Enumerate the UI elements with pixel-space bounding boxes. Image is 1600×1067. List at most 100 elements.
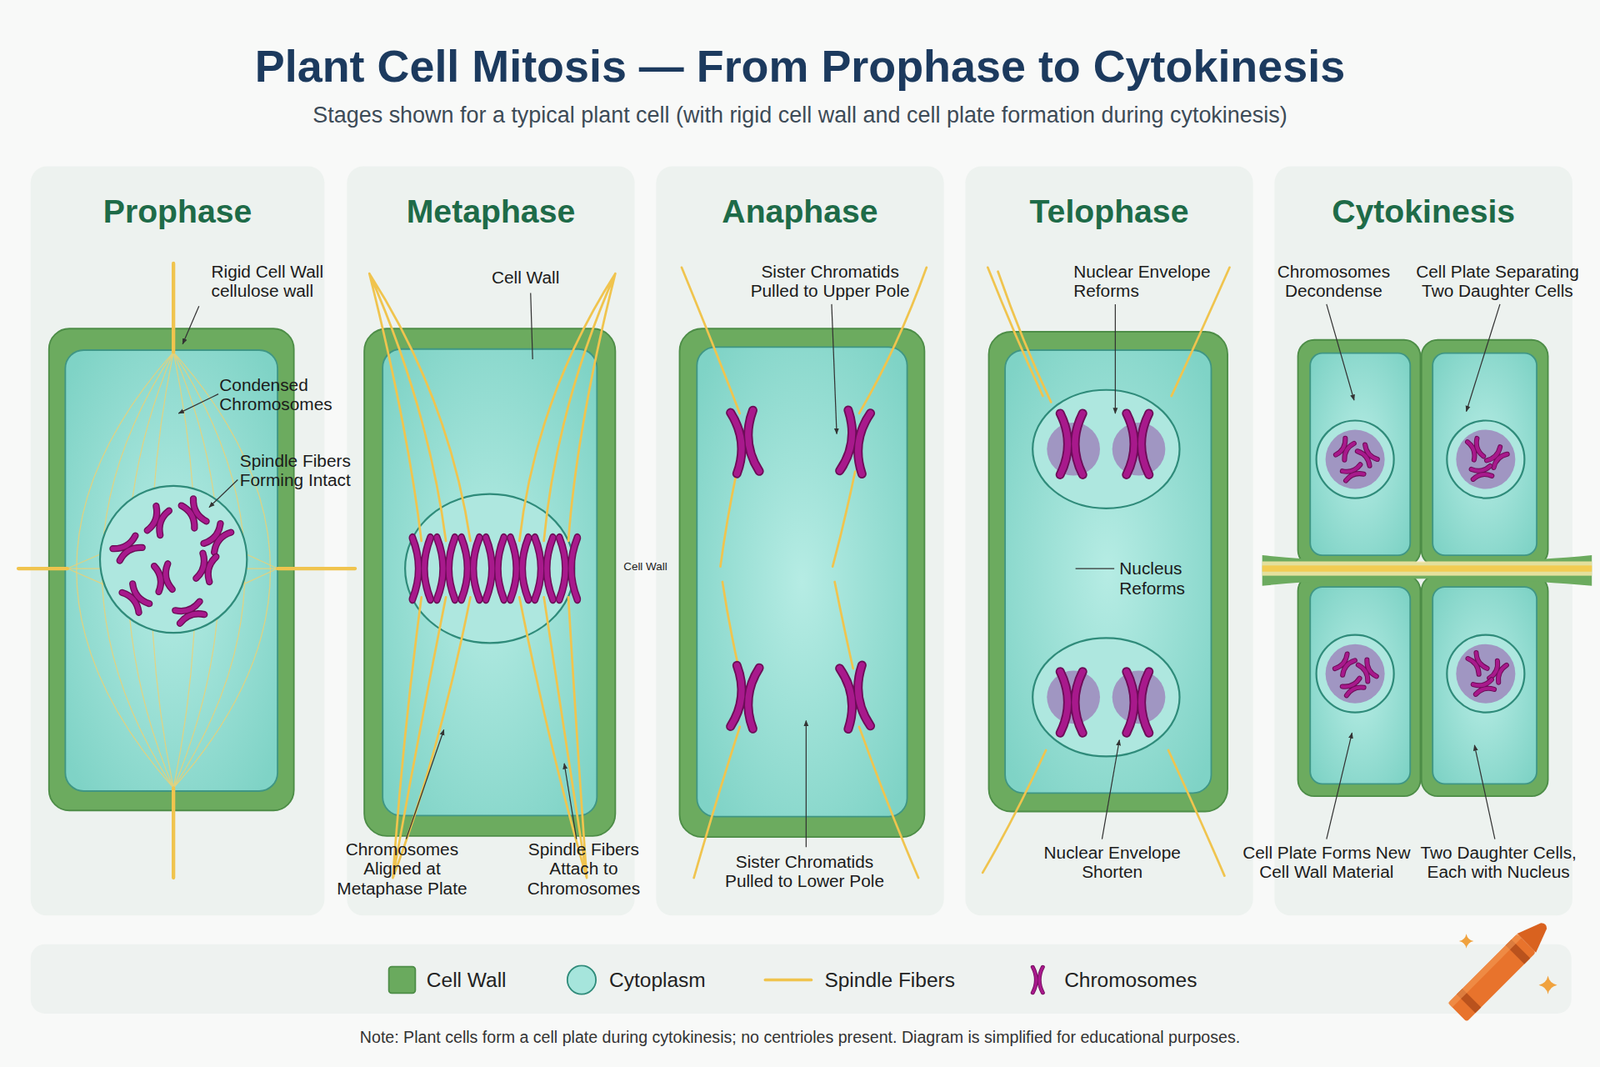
cytokinesis-cells bbox=[1262, 565, 1593, 571]
leader-lines bbox=[178, 292, 1500, 847]
cytokinesis-cells bbox=[1486, 446, 1508, 468]
legend-label: Cell Wall bbox=[426, 967, 507, 992]
cytokinesis-cells bbox=[1473, 679, 1495, 695]
anaphase-cell bbox=[840, 410, 871, 475]
callout-label: Spindle Fibers Forming Intact bbox=[240, 450, 368, 490]
cytokinesis-cells bbox=[1421, 340, 1549, 567]
crayon-icon bbox=[1459, 933, 1475, 949]
legend-swatch bbox=[763, 964, 815, 995]
callout-label: Rigid Cell Wall cellulose wall bbox=[210, 262, 339, 302]
cytokinesis-cells bbox=[1316, 420, 1395, 498]
stage-heading: Anaphase bbox=[655, 191, 944, 231]
prophase-cell bbox=[67, 550, 278, 586]
cytokinesis-cells bbox=[1421, 574, 1549, 796]
leader-lines bbox=[1115, 304, 1116, 414]
cytokinesis-cells bbox=[1262, 555, 1593, 586]
stage-heading: Metaphase bbox=[346, 191, 635, 231]
metaphase-cell bbox=[382, 349, 597, 816]
anaphase-cell bbox=[680, 267, 927, 878]
cytokinesis-cells bbox=[1342, 464, 1365, 480]
cytokinesis-cells bbox=[1310, 353, 1410, 555]
leader-lines bbox=[564, 763, 577, 840]
cytokinesis-cells bbox=[1310, 586, 1410, 784]
telophase-cell bbox=[1005, 350, 1211, 793]
prophase-cell bbox=[203, 523, 231, 553]
telophase-cell bbox=[1032, 637, 1180, 756]
cytokinesis-cells bbox=[1489, 660, 1507, 683]
callout-label: Nucleus Reforms bbox=[1119, 559, 1201, 599]
prophase-cell bbox=[65, 350, 278, 791]
stage-heading: Telophase bbox=[965, 191, 1253, 231]
prophase-cell bbox=[175, 601, 205, 624]
crayon-icon bbox=[1448, 933, 1522, 1007]
cytokinesis-cells bbox=[1471, 465, 1493, 480]
crayon-icon bbox=[1539, 975, 1558, 995]
leader-lines bbox=[1474, 745, 1495, 840]
telophase-cell bbox=[1126, 671, 1150, 733]
telophase-cell bbox=[1126, 413, 1150, 475]
legend-bar bbox=[30, 944, 1572, 1014]
cytokinesis-cells bbox=[1455, 644, 1515, 704]
leader-lines bbox=[209, 480, 238, 508]
cytokinesis-cells bbox=[1298, 340, 1421, 567]
metaphase-cell bbox=[436, 537, 455, 599]
stage-panel: Metaphase bbox=[346, 166, 635, 916]
callout-label: Chromosomes Aligned at Metaphase Plate bbox=[332, 840, 472, 899]
leader-lines bbox=[1326, 304, 1355, 400]
telophase-cell bbox=[1046, 670, 1100, 724]
legend-swatch-mark bbox=[389, 966, 416, 994]
metaphase-cell bbox=[485, 537, 505, 599]
callout-label: Cell Wall bbox=[623, 560, 675, 573]
callout-label: Nuclear Envelope Shorten bbox=[1035, 842, 1190, 882]
metaphase-cell bbox=[559, 537, 578, 599]
crayon-icon bbox=[1448, 915, 1558, 1022]
stage-heading: Cytokinesis bbox=[1274, 191, 1573, 231]
telophase-cell bbox=[1046, 422, 1100, 476]
cytokinesis-cells bbox=[1446, 635, 1525, 713]
cytokinesis-cells bbox=[1446, 420, 1525, 498]
cytokinesis-cells bbox=[1298, 574, 1421, 796]
crayon-icon bbox=[1517, 915, 1555, 953]
cytokinesis-cells bbox=[1325, 644, 1385, 704]
leader-lines bbox=[405, 730, 444, 840]
cytokinesis-cells bbox=[1455, 430, 1515, 490]
leader-lines bbox=[178, 394, 219, 414]
metaphase-cell bbox=[392, 596, 587, 878]
prophase-cell bbox=[121, 583, 150, 613]
leader-lines bbox=[831, 304, 837, 435]
prophase-cell bbox=[18, 263, 355, 878]
telophase-cell bbox=[1060, 671, 1083, 733]
legend-label: Chromosomes bbox=[1064, 967, 1197, 992]
callout-label: Sister Chromatids Pulled to Upper Pole bbox=[740, 262, 920, 302]
diagram-caption: Stages shown for a typical plant cell (w… bbox=[0, 101, 1600, 129]
callout-label: Two Daughter Cells, Each with Nucleus bbox=[1414, 842, 1583, 882]
metaphase-cell bbox=[535, 537, 554, 599]
metaphase-cell bbox=[364, 273, 615, 878]
anaphase-cell bbox=[730, 665, 760, 729]
metaphase-cell bbox=[461, 537, 480, 599]
telophase-cell bbox=[1112, 422, 1166, 476]
callout-label: Chromosomes Decondense bbox=[1272, 262, 1395, 302]
metaphase-cell bbox=[369, 273, 615, 541]
leader-lines bbox=[1075, 567, 1115, 569]
stage-heading: Prophase bbox=[30, 191, 325, 231]
legend-swatch-mark bbox=[1032, 966, 1043, 993]
prophase-cell bbox=[195, 553, 216, 582]
cytokinesis-cells bbox=[1335, 438, 1355, 460]
leader-lines bbox=[530, 292, 533, 360]
anaphase-cell bbox=[681, 267, 927, 878]
crayon-icon bbox=[1448, 915, 1555, 1022]
legend-swatch-mark bbox=[567, 965, 596, 994]
metaphase-cell bbox=[510, 537, 529, 599]
crayon-icon bbox=[1456, 988, 1481, 1013]
callout-label: Sister Chromatids Pulled to Lower Pole bbox=[715, 851, 894, 891]
telophase-cell bbox=[1060, 413, 1083, 475]
leader-lines bbox=[1466, 304, 1500, 412]
anaphase-cell bbox=[730, 410, 760, 474]
callout-label: Cell Plate Forms New Cell Wall Material bbox=[1236, 842, 1417, 882]
callout-label: Spindle Fibers Attach to Chromosomes bbox=[517, 840, 650, 899]
prophase-cell bbox=[147, 505, 170, 535]
cytokinesis-cells bbox=[1357, 444, 1378, 465]
